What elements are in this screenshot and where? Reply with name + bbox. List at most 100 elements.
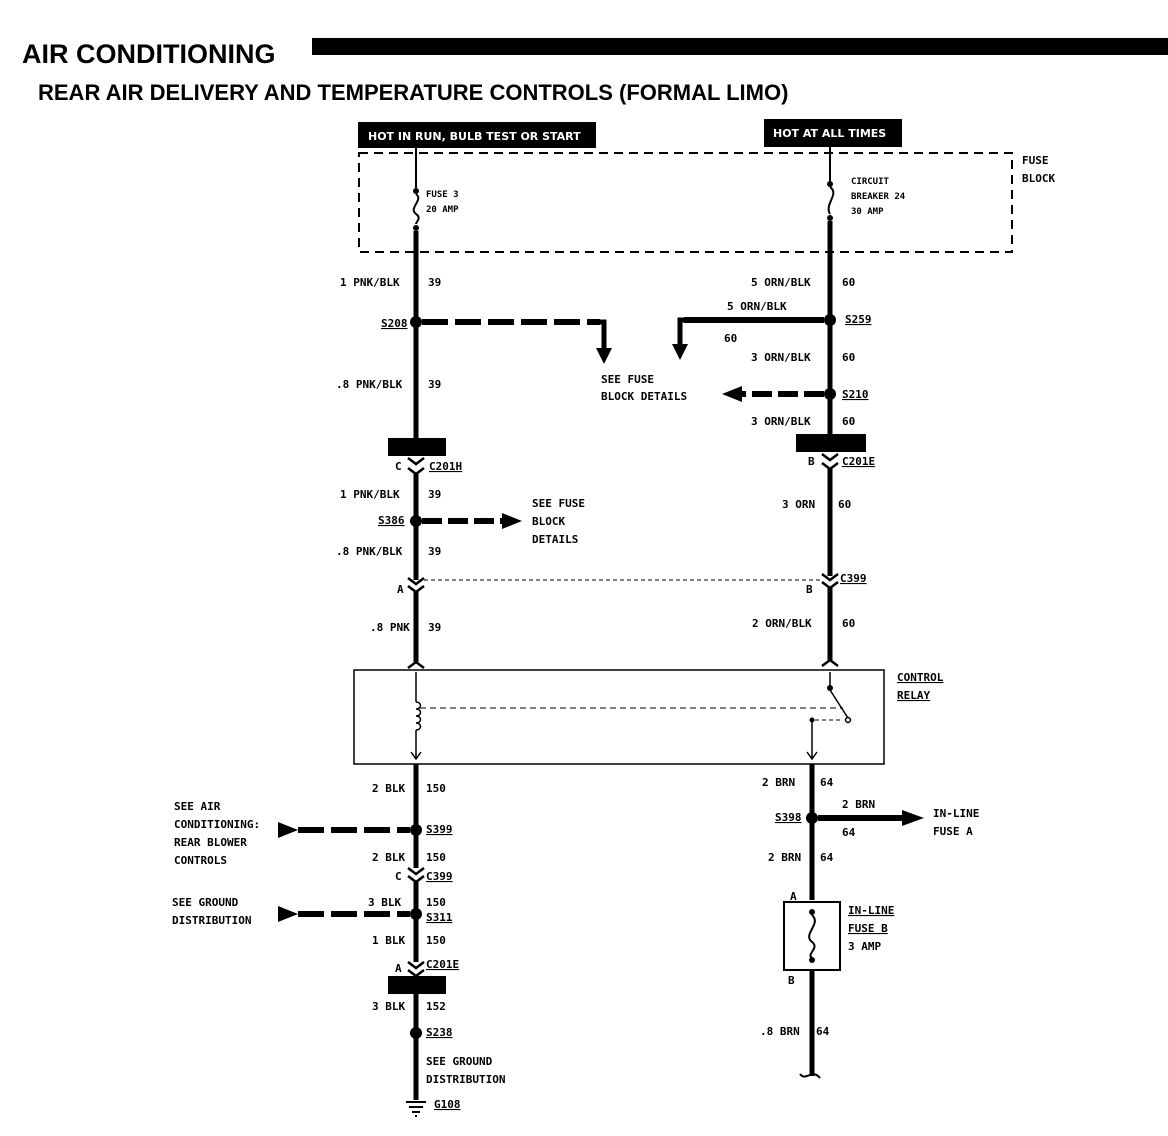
- connector-c201e-right-male-icon: [821, 462, 839, 471]
- relay-switch-pivot: [827, 685, 833, 691]
- ground-dist-note-2: DISTRIBUTION: [172, 914, 251, 927]
- fuse-b-label-2: FUSE B: [848, 922, 888, 935]
- right-w1-circuit: 60: [842, 276, 855, 289]
- left-w2-circuit: 39: [428, 378, 441, 391]
- s208-arrow-icon: [596, 348, 612, 364]
- connector-c201e-right-body: [796, 434, 866, 452]
- c201e-right-pin: B: [808, 455, 815, 468]
- page-title: AIR CONDITIONING: [22, 39, 276, 69]
- left-w5-wire: .8 PNK: [370, 621, 410, 634]
- s386-note-3: DETAILS: [532, 533, 578, 546]
- ac-note-1: SEE AIR: [174, 800, 221, 813]
- splice-s386-label: S386: [378, 514, 405, 527]
- c399-right-label: C399: [840, 572, 867, 585]
- right-w7-wire: 2 BRN: [768, 851, 801, 864]
- s210-arrow-icon: [722, 386, 742, 402]
- right-branch2-wire: 2 BRN: [842, 798, 875, 811]
- right-w2-circuit: 60: [842, 351, 855, 364]
- relay-switch-contact: [809, 717, 815, 723]
- splice-s398: [806, 812, 818, 824]
- s259-arrow-icon: [672, 344, 688, 360]
- ground-g108-label: G108: [434, 1098, 461, 1111]
- fuse3-element-icon: [412, 193, 420, 225]
- left-w9-wire: 1 BLK: [372, 934, 405, 947]
- fuse-b-label-1: IN-LINE: [848, 904, 894, 917]
- s386-note-2: BLOCK: [532, 515, 565, 528]
- c399-lower-label: C399: [426, 870, 453, 883]
- breaker-label-1: CIRCUIT: [851, 177, 890, 187]
- fuse-b-pin-a: A: [790, 890, 797, 903]
- left-w3-circuit: 39: [428, 488, 441, 501]
- breaker-label-2: BREAKER 24: [851, 192, 906, 202]
- fuse-b-terminal-top: [809, 909, 815, 915]
- breaker-terminal-bottom: [827, 215, 833, 221]
- left-w7-wire: 2 BLK: [372, 851, 405, 864]
- connector-c399-right-male-icon: [821, 581, 839, 590]
- page-subtitle: REAR AIR DELIVERY AND TEMPERATURE CONTRO…: [38, 80, 788, 105]
- control-relay-box: [353, 669, 885, 765]
- right-w6-wire: 2 BRN: [762, 776, 795, 789]
- left-w8-wire: 3 BLK: [368, 896, 401, 909]
- ac-note-2: CONDITIONING:: [174, 818, 260, 831]
- connector-c399-right-female-icon: [821, 573, 839, 582]
- ground-dist-note-1: SEE GROUND: [172, 896, 239, 909]
- connector-c201h-male-icon: [407, 467, 425, 476]
- splice-s238: [410, 1027, 422, 1039]
- connector-c201h-female-icon: [407, 457, 425, 466]
- left-w6-wire: 2 BLK: [372, 782, 405, 795]
- inline-fuse-a-label-2: FUSE A: [933, 825, 973, 838]
- left-w10-circuit: 152: [426, 1000, 446, 1013]
- relay-switch-arm: [829, 689, 849, 719]
- right-w5-wire: 2 ORN/BLK: [752, 617, 812, 630]
- connector-c201e-left-male-icon: [407, 969, 425, 978]
- right-w4-circuit: 60: [838, 498, 851, 511]
- connector-c201e-right-female-icon: [821, 453, 839, 462]
- c201e-left-pin: A: [395, 962, 402, 975]
- left-w7-circuit: 150: [426, 851, 446, 864]
- fuse-block-box: [358, 152, 1013, 253]
- connector-c399-lower-male-icon: [407, 875, 425, 884]
- breaker-terminal-top: [827, 181, 833, 187]
- s386-note-1: SEE FUSE: [532, 497, 585, 510]
- header-right-box: [764, 119, 902, 147]
- fuse-b-terminal-bottom: [809, 957, 815, 963]
- s386-arrow-icon: [502, 513, 522, 529]
- fuse-b-pin-b: B: [788, 974, 795, 987]
- splice-s259: [824, 314, 836, 326]
- splice-s311-label: S311: [426, 911, 453, 924]
- relay-switch-arrow-icon: [806, 751, 818, 761]
- fuse3-label-1: FUSE 3: [426, 190, 459, 200]
- fuse-center-note-1: SEE FUSE: [601, 373, 654, 386]
- breaker-label-3: 30 AMP: [851, 207, 884, 217]
- relay-left-terminal-icon: [407, 660, 425, 669]
- splice-s259-label: S259: [845, 313, 872, 326]
- connector-c201e-left-body: [388, 976, 446, 994]
- left-w4-circuit: 39: [428, 545, 441, 558]
- right-w8-wire: .8 BRN: [760, 1025, 800, 1038]
- splice-s210-label: S210: [842, 388, 869, 401]
- splice-s208-label: S208: [381, 317, 408, 330]
- fuse-block-label-2: BLOCK: [1022, 172, 1055, 185]
- breaker-element-icon: [827, 186, 835, 215]
- c399-pin-b: B: [806, 583, 813, 596]
- c201h-pin: C: [395, 460, 402, 473]
- s311-arrow-icon: [278, 906, 298, 922]
- left-w4-wire: .8 PNK/BLK: [336, 545, 403, 558]
- c399-pin-a: A: [397, 583, 404, 596]
- c399-lower-pin: C: [395, 870, 402, 883]
- s398-arrow-icon: [902, 810, 924, 826]
- c201e-right-label: C201E: [842, 455, 875, 468]
- splice-s210: [824, 388, 836, 400]
- right-branch-circuit: 60: [724, 332, 737, 345]
- splice-s399: [410, 824, 422, 836]
- left-w1-wire: 1 PNK/BLK: [340, 276, 400, 289]
- left-w6-circuit: 150: [426, 782, 446, 795]
- splice-s311: [410, 908, 422, 920]
- splice-s238-label: S238: [426, 1026, 453, 1039]
- left-w9-circuit: 150: [426, 934, 446, 947]
- connector-c201e-left-female-icon: [407, 961, 425, 970]
- ground-note-2: DISTRIBUTION: [426, 1073, 505, 1086]
- right-w4-wire: 3 ORN: [782, 498, 815, 511]
- splice-s399-label: S399: [426, 823, 453, 836]
